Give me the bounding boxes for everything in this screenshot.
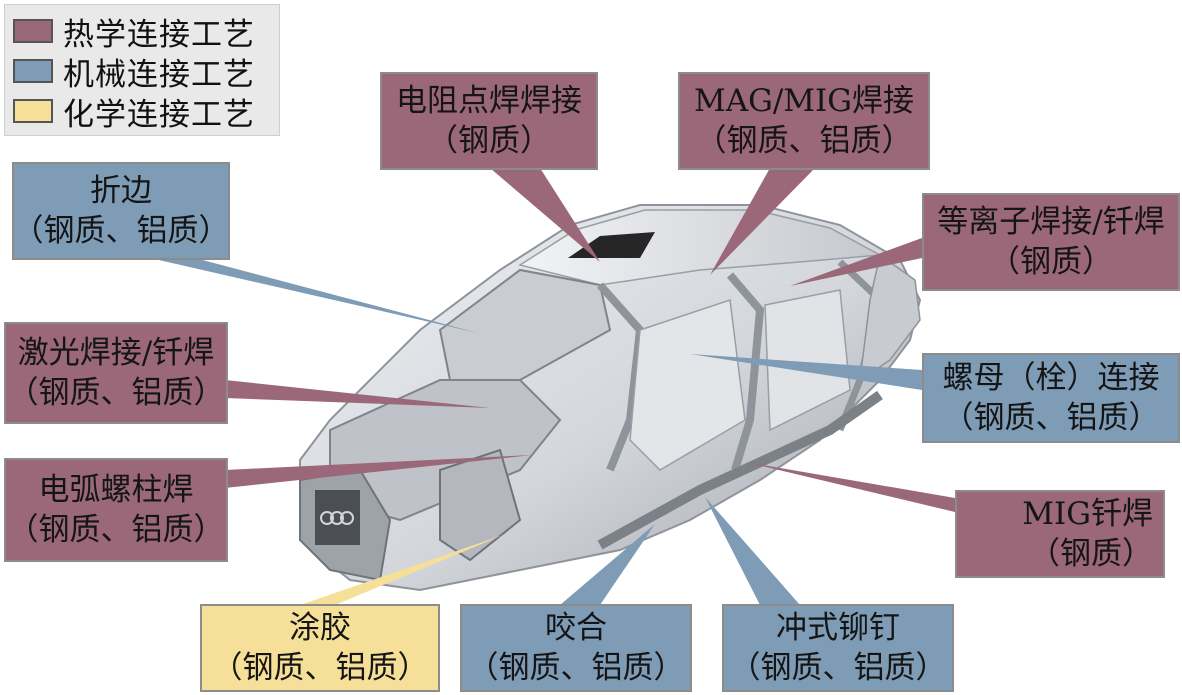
- callout-title: MIG钎焊: [1022, 496, 1153, 532]
- legend-label-mechanical: 机械连接工艺: [63, 56, 255, 93]
- car-b-pillar: [726, 272, 765, 472]
- callout-mag-mig-welding: MAG/MIG焊接 （钢质、铝质）: [678, 72, 930, 170]
- callout-material: （钢质、铝质）: [211, 650, 429, 686]
- callout-adhesive-bonding: 涂胶 （钢质、铝质）: [200, 604, 440, 692]
- callout-material: （钢质、铝质）: [942, 400, 1160, 436]
- callout-laser-welding-brazing: 激光焊接/钎焊 （钢质、铝质）: [4, 322, 228, 424]
- leader-arc-stud: [225, 455, 532, 488]
- legend-item-thermal: 热学连接工艺: [13, 11, 255, 53]
- callout-self-piercing-rivet: 冲式铆钉 （钢质、铝质）: [722, 604, 954, 692]
- leader-laser: [225, 380, 490, 408]
- car-a-pillar: [597, 282, 645, 472]
- callout-material: （钢质、铝质）: [7, 375, 225, 411]
- callout-title: 电阻点焊焊接: [396, 83, 582, 119]
- callout-material: （钢质、铝质）: [467, 650, 685, 686]
- callout-title: 等离子焊接/钎焊: [937, 204, 1165, 240]
- car-side-sill: [597, 390, 883, 550]
- leader-mag-mig: [710, 168, 815, 275]
- leader-clinch: [560, 524, 655, 605]
- callout-material: （钢质）: [427, 123, 551, 159]
- car-grille-logo-rings: [320, 511, 354, 525]
- car-door-opening-front: [629, 298, 746, 471]
- leader-resistance-spot: [490, 168, 600, 262]
- leader-mig-brazing: [745, 462, 955, 512]
- callout-title: 涂胶: [289, 610, 351, 646]
- legend-swatch-chemical: [13, 99, 53, 123]
- legend-swatch-mechanical: [13, 59, 53, 83]
- callout-arc-stud-welding: 电弧螺柱焊 （钢质、铝质）: [4, 458, 228, 562]
- callout-title: 激光焊接/钎焊: [17, 335, 215, 371]
- callout-nut-bolt-joining: 螺母（栓）连接 （钢质、铝质）: [922, 353, 1180, 443]
- callout-material: （钢质）: [1029, 536, 1153, 572]
- leader-adhesive: [300, 535, 503, 605]
- callout-title: MAG/MIG焊接: [693, 83, 915, 119]
- callout-clinching: 咬合 （钢质、铝质）: [460, 604, 692, 692]
- callout-material: （钢质、铝质）: [695, 123, 913, 159]
- legend-swatch-thermal: [13, 19, 53, 43]
- legend-item-chemical: 化学连接工艺: [13, 91, 255, 133]
- leader-plasma: [790, 238, 922, 286]
- callout-material: （钢质、铝质）: [12, 213, 230, 249]
- callout-title: 折边: [90, 173, 152, 209]
- callout-mig-brazing: MIG钎焊 （钢质）: [955, 490, 1165, 578]
- callout-plasma-welding-brazing: 等离子焊接/钎焊 （钢质）: [922, 193, 1180, 291]
- car-rear-quarter: [859, 253, 921, 382]
- car-door-opening-rear: [764, 289, 851, 432]
- callout-hemming: 折边 （钢质、铝质）: [12, 162, 230, 260]
- leader-rivet: [705, 497, 800, 605]
- legend-item-mechanical: 机械连接工艺: [13, 51, 255, 93]
- leader-hemming: [150, 258, 478, 333]
- callout-material: （钢质、铝质）: [729, 650, 947, 686]
- legend: 热学连接工艺 机械连接工艺 化学连接工艺: [4, 4, 280, 136]
- car-body-illustration: [299, 204, 922, 592]
- callout-title: 电弧螺柱焊: [38, 472, 194, 508]
- callout-title: 咬合: [545, 610, 607, 646]
- car-roof-panel: [518, 209, 883, 286]
- callout-material: （钢质、铝质）: [7, 512, 225, 548]
- car-front-strut-tower: [439, 448, 522, 562]
- callout-title: 螺母（栓）连接: [942, 360, 1160, 396]
- legend-label-thermal: 热学连接工艺: [63, 16, 255, 53]
- leader-nut-bolt: [690, 354, 922, 390]
- callout-resistance-spot-welding: 电阻点焊焊接 （钢质）: [380, 72, 598, 170]
- callout-material: （钢质）: [989, 244, 1113, 280]
- leader-lines: [150, 168, 955, 605]
- callout-title: 冲式铆钉: [776, 610, 900, 646]
- legend-label-chemical: 化学连接工艺: [63, 96, 255, 133]
